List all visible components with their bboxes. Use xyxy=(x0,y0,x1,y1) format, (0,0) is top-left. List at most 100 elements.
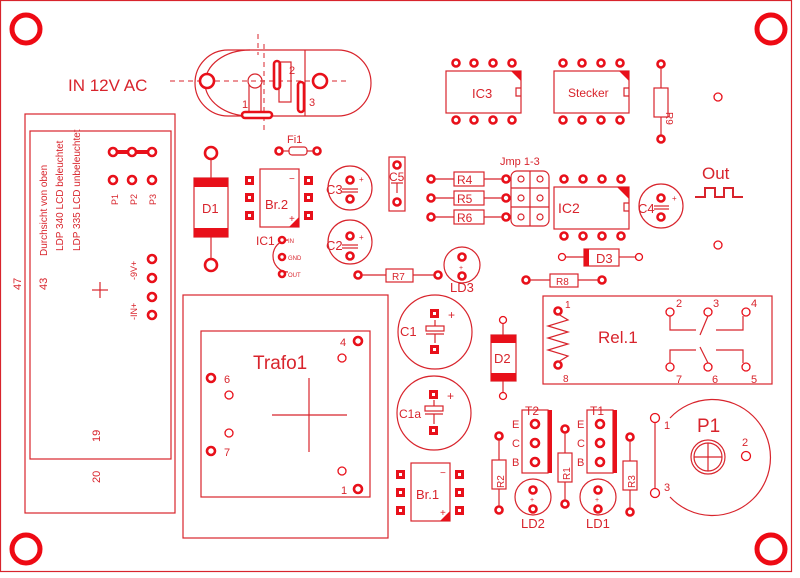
jumper-block: Jmp 1-3 xyxy=(500,156,550,227)
capacitor-c2: C2 + xyxy=(326,219,373,265)
c2-plus: + xyxy=(359,233,364,242)
capacitor-c5: C5 xyxy=(388,156,406,212)
lcd-pin-p1: P1 xyxy=(110,194,120,205)
led-ld3: + LD3 xyxy=(443,246,481,295)
lcd-module: Durchsicht von oben LDP 340 LCD beleucht… xyxy=(12,113,176,514)
lcd-dim-47: 47 xyxy=(12,278,24,290)
resistor-r7: R7 xyxy=(353,268,443,283)
resistor-r3: R3 xyxy=(622,432,638,517)
t2-label: T2 xyxy=(525,404,539,418)
c1a-plus: + xyxy=(447,389,454,403)
r1-label: R1 xyxy=(562,467,573,480)
ld2-plus: + xyxy=(530,497,534,504)
fuse-label: Fi1 xyxy=(287,134,302,146)
socket-pin-3: 3 xyxy=(309,97,315,109)
relay-pin-3: 3 xyxy=(713,298,719,310)
trafo-pin-4: 4 xyxy=(340,337,346,349)
d2-label: D2 xyxy=(494,351,511,366)
pot-pin-2: 2 xyxy=(742,437,748,449)
pot-pin-1: 1 xyxy=(664,420,670,432)
lcd-note-2: LDP 340 LCD beleuchtet xyxy=(55,140,66,251)
capacitor-c1: C1 + xyxy=(397,294,473,370)
r6-label: R6 xyxy=(457,211,473,225)
via-hole xyxy=(713,240,723,250)
fuse-fi1: Fi1 xyxy=(274,134,322,156)
lcd-dim-43: 43 xyxy=(38,278,50,290)
c5-label: C5 xyxy=(389,170,405,184)
transformer-trafo1: Trafo1 4 6 7 1 xyxy=(182,294,389,539)
br2-minus: − xyxy=(289,174,295,185)
r3-label: R3 xyxy=(627,475,638,488)
t2-pin-c: C xyxy=(512,438,520,450)
power-input-label: IN 12V AC xyxy=(68,76,147,95)
ld2-label: LD2 xyxy=(521,516,545,531)
socket-pin-1: 1 xyxy=(242,99,248,111)
c1-label: C1 xyxy=(400,324,417,339)
c4-label: C4 xyxy=(638,201,655,216)
lcd-dim-20: 20 xyxy=(91,471,103,483)
led-ld1: + LD1 xyxy=(579,478,617,531)
ld3-label: LD3 xyxy=(450,280,474,295)
relay-pin-7: 7 xyxy=(676,374,682,386)
resistor-r6: R6 xyxy=(426,209,511,225)
resistor-r9: R9 xyxy=(653,59,674,144)
potentiometer-p1: P1 1 2 3 xyxy=(649,398,772,517)
trafo-label: Trafo1 xyxy=(253,353,307,374)
r9-label: R9 xyxy=(663,112,674,125)
capacitor-c1a: C1a + xyxy=(396,375,472,451)
diode-d1: D1 xyxy=(193,145,229,273)
relay-pin-8: 8 xyxy=(563,374,569,385)
relay-label: Rel.1 xyxy=(598,328,638,347)
jumper-label: Jmp 1-3 xyxy=(500,156,540,168)
resistor-r1: R1 xyxy=(557,424,573,509)
output-signal: Out xyxy=(695,164,743,198)
lcd-dim-19: 19 xyxy=(91,430,103,442)
ic3: IC3 xyxy=(445,58,522,125)
t1-label: T1 xyxy=(590,404,604,418)
t2-pin-b: B xyxy=(512,457,519,469)
r5-label: R5 xyxy=(457,192,473,206)
via-hole xyxy=(713,92,723,102)
resistor-r2: R2 xyxy=(491,431,507,515)
t1-pin-b: B xyxy=(577,457,584,469)
lcd-note-3: LDP 335 LCD unbeleuchtet xyxy=(72,129,83,251)
capacitor-c4: C4 + xyxy=(638,183,684,229)
transistor-t2: T2 E C B xyxy=(512,404,552,474)
relay-rel1: 1 8 Rel.1 2 3 4 5 6 7 xyxy=(542,295,773,386)
socket-pin-2: 2 xyxy=(289,65,295,77)
r8-label: R8 xyxy=(556,277,569,288)
mounting-hole-top-right xyxy=(754,12,788,46)
c2-label: C2 xyxy=(326,238,343,253)
c1a-label: C1a xyxy=(399,407,421,421)
pot-pin-3: 3 xyxy=(664,482,670,494)
lcd-label-9v: -9V+ xyxy=(129,261,139,280)
mounting-hole-bottom-right xyxy=(754,532,788,566)
lcd-pin-p3: P3 xyxy=(148,194,158,205)
d1-label: D1 xyxy=(202,201,219,216)
diode-d3: D3 xyxy=(557,248,644,267)
diode-d2: D2 xyxy=(490,315,517,401)
ic2-label: IC2 xyxy=(558,200,580,216)
r7-label: R7 xyxy=(392,272,405,283)
t2-pin-e: E xyxy=(512,419,519,431)
regulator-ic1: IC1 IN GND OUT xyxy=(256,234,302,279)
out-label: Out xyxy=(702,164,730,183)
ld1-plus: + xyxy=(595,497,599,504)
relay-pin-4: 4 xyxy=(751,298,757,310)
t1-pin-e: E xyxy=(577,419,584,431)
c3-label: C3 xyxy=(326,182,343,197)
power-socket: IN 12V AC 1 2 3 xyxy=(68,34,372,130)
br2-plus: + xyxy=(289,214,295,225)
br2-label: Br.2 xyxy=(265,197,288,212)
lcd-label-in: -IN+ xyxy=(129,303,139,320)
pot-label: P1 xyxy=(697,416,720,437)
stecker: Stecker xyxy=(553,58,630,125)
ic1-pin-in: IN xyxy=(288,239,294,245)
stecker-label: Stecker xyxy=(568,86,609,100)
ic1-label: IC1 xyxy=(256,234,275,248)
trafo-pin-6: 6 xyxy=(224,374,230,386)
bridge-br2: Br.2 − + xyxy=(245,168,313,228)
d3-label: D3 xyxy=(596,251,613,266)
